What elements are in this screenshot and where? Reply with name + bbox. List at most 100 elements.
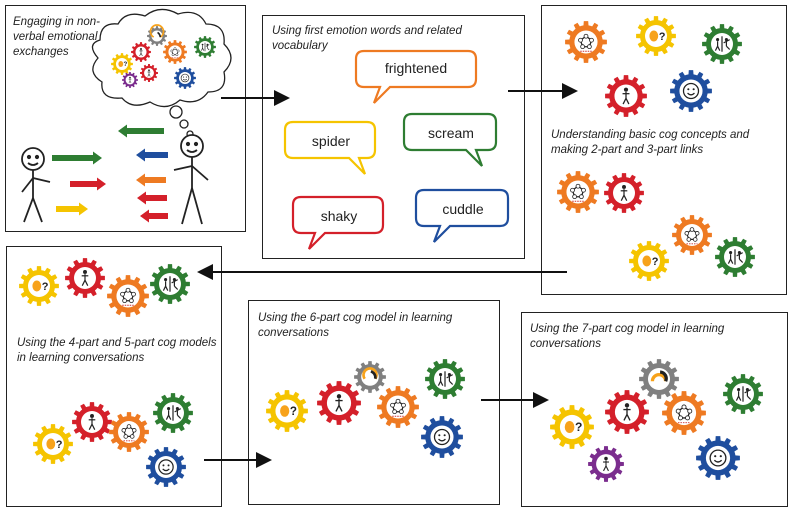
green-cog (425, 359, 465, 399)
emotion-faces-icon (170, 47, 180, 58)
yellow-cog: ? (19, 266, 59, 306)
word-scream: scream (428, 125, 474, 141)
gauge-icon (149, 24, 165, 38)
exchange-arrow (136, 148, 168, 162)
emotion-faces-icon (570, 183, 586, 202)
word-frightened: frightened (384, 60, 448, 76)
caption-6-part: Using the 6-part cog model in learning c… (258, 312, 453, 339)
body-figure-icon (620, 184, 628, 201)
purple-cog (588, 446, 624, 482)
orange-cog (557, 171, 599, 213)
purple-cog (122, 72, 138, 88)
emotion-faces-icon (675, 404, 693, 424)
exchange-arrow (70, 177, 106, 191)
red-cog (317, 381, 361, 425)
svg-text:?: ? (124, 61, 128, 68)
emotion-faces-icon (120, 287, 136, 306)
svg-text:?: ? (652, 256, 659, 268)
action-figures-icon (437, 371, 454, 387)
action-figures-icon (727, 249, 744, 265)
green-cog (153, 393, 193, 433)
gray-cog (354, 361, 386, 393)
blue-cog (421, 416, 463, 458)
blue-cog (696, 436, 740, 480)
word-shaky: shaky (320, 208, 358, 224)
body-figure-icon (622, 87, 630, 105)
orange-cog (107, 275, 149, 317)
action-figures-icon (162, 276, 179, 292)
orange-cog (109, 412, 149, 452)
question-face-icon: ? (32, 280, 49, 293)
speech-bubble (283, 120, 377, 175)
svg-text:?: ? (659, 31, 666, 43)
smiley-face-icon (682, 82, 700, 100)
body-figure-icon (603, 456, 609, 472)
red-cog (72, 402, 112, 442)
exchange-arrow (56, 202, 88, 216)
yellow-cog: ? (33, 424, 73, 464)
orange-cog (565, 21, 607, 63)
caption-7-part: Using the 7-part cog model in learning c… (530, 323, 725, 350)
question-face-icon: ? (642, 255, 659, 268)
smiley-face-icon (158, 459, 174, 475)
green-cog (723, 374, 763, 414)
question-face-icon: ? (564, 420, 582, 434)
action-figures-icon (165, 405, 182, 421)
exchange-arrow (137, 191, 167, 205)
speech-bubble (402, 112, 498, 167)
red-cog (131, 42, 151, 62)
blue-cog (146, 447, 186, 487)
svg-text:?: ? (290, 405, 297, 418)
exchange-arrow (140, 209, 168, 223)
emotion-faces-icon (390, 398, 406, 417)
yellow-cog: ? (550, 405, 594, 449)
action-figures-icon (714, 36, 731, 52)
svg-text:?: ? (42, 281, 49, 293)
red-cog (605, 75, 647, 117)
blue-cog (670, 70, 712, 112)
word-cuddle: cuddle (442, 201, 484, 217)
question-face-icon: ? (46, 438, 63, 451)
smiley-face-icon (180, 73, 190, 83)
body-figure-icon (623, 403, 631, 421)
green-cog (702, 24, 742, 64)
emotion-faces-icon (121, 424, 137, 442)
red-cog (605, 390, 649, 434)
gauge-icon (650, 370, 668, 382)
emotion-faces-icon (684, 227, 700, 245)
word-spider: spider (311, 133, 351, 149)
yellow-cog: ? (636, 16, 676, 56)
question-face-icon: ? (649, 30, 666, 43)
body-figure-icon (147, 69, 151, 77)
green-cog (715, 237, 755, 277)
question-face-icon: ? (280, 405, 297, 418)
question-face-icon: ? (118, 60, 128, 68)
orange-cog (662, 391, 706, 435)
stick-figure-left (21, 147, 51, 223)
smiley-face-icon (433, 428, 451, 446)
red-cog (604, 173, 644, 213)
svg-text:?: ? (575, 420, 582, 434)
blue-cog (174, 67, 196, 89)
green-cog (150, 264, 190, 304)
body-figure-icon (128, 76, 132, 84)
caption-4-5-part: Using the 4-part and 5-part cog models i… (17, 337, 217, 364)
exchange-arrow (52, 151, 102, 165)
caption-emotion-words: Using first emotion words and related vo… (272, 25, 462, 52)
speech-bubble (414, 188, 510, 243)
smiley-face-icon (709, 449, 727, 467)
red-cog (140, 64, 158, 82)
body-figure-icon (88, 413, 96, 430)
orange-cog (377, 386, 419, 428)
body-figure-icon (335, 394, 343, 412)
gray-cog (639, 359, 679, 399)
svg-text:?: ? (56, 439, 63, 451)
stick-figure-right (173, 134, 209, 225)
red-cog (65, 258, 105, 298)
gray-cog (147, 24, 167, 46)
yellow-cog: ? (266, 390, 308, 432)
action-figures-icon (201, 42, 210, 52)
speech-bubble (354, 49, 478, 104)
emotion-faces-icon (578, 33, 594, 52)
